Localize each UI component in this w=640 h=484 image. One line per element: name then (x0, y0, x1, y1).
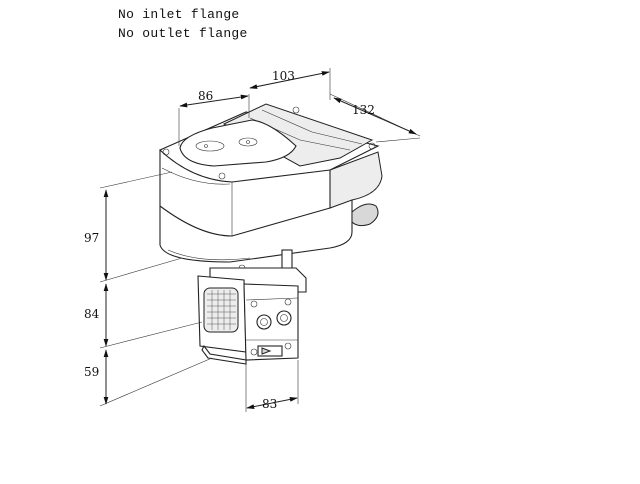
actuator-housing (159, 103, 383, 272)
dim-86-label: 86 (198, 89, 213, 103)
dim-83-label: 83 (262, 397, 277, 411)
note-no-outlet-flange: No outlet flange (118, 26, 248, 41)
dim-84-label: 84 (84, 307, 100, 321)
dim-103-label: 103 (272, 69, 295, 83)
dim-59-label: 59 (84, 365, 99, 379)
note-no-inlet-flange: No inlet flange (118, 7, 240, 22)
dimension-lines (99, 68, 421, 412)
dim-97-label: 97 (84, 231, 99, 245)
valve-body (197, 267, 307, 365)
dim-132-label: 132 (352, 103, 375, 117)
dimension-labels: 86 103 132 97 84 59 83 (84, 69, 375, 411)
